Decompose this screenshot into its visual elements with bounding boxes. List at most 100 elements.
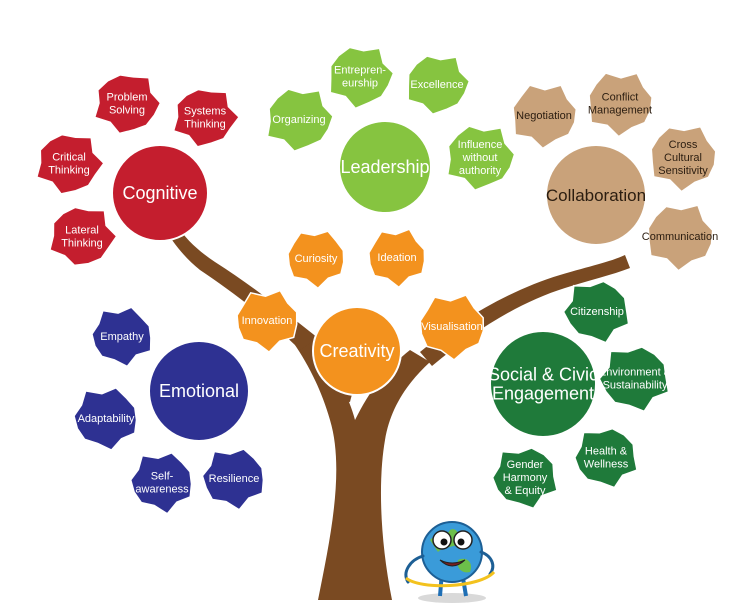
leaf-label: without xyxy=(462,152,498,164)
emotional-core: Emotional xyxy=(148,340,250,442)
leaf-label: Health & xyxy=(585,446,628,458)
leaf-shape xyxy=(588,72,653,138)
leadership-leaf: Excellence xyxy=(407,55,471,116)
leaf-shape xyxy=(93,74,162,135)
leaf-label: Thinking xyxy=(48,165,90,177)
leaf-label: Curiosity xyxy=(295,253,338,265)
trunk-segment xyxy=(295,340,430,600)
leaf-label: Management xyxy=(588,105,652,117)
trunk-segment xyxy=(420,255,630,366)
leaf-shape xyxy=(73,386,138,452)
mascot-smile xyxy=(439,559,466,567)
core-circle xyxy=(338,120,432,214)
leaf-shape xyxy=(512,84,578,150)
leaf-shape xyxy=(650,125,717,193)
emotional-leaf: Adaptability xyxy=(73,386,138,452)
leaf-label: Innovation xyxy=(242,315,293,327)
leaf-label: Ideation xyxy=(377,252,416,264)
leaf-shape xyxy=(35,133,105,195)
leaf-label: Citizenship xyxy=(570,306,624,318)
leaf-label: Conflict xyxy=(602,92,639,104)
leaf-shape xyxy=(407,55,471,116)
leaf-shape xyxy=(368,228,426,289)
leaf-label: Gender xyxy=(507,459,544,471)
core-circle xyxy=(111,144,209,242)
social-leaf: Health &Wellness xyxy=(573,427,638,489)
core-label: Engagement xyxy=(492,384,594,404)
emotional-leaf: Self-awareness xyxy=(129,451,193,515)
leadership-leaf: Entrepren-eurship xyxy=(329,46,395,110)
collaboration-leaf: Negotiation xyxy=(512,84,578,150)
leaf-label: Harmony xyxy=(503,472,548,484)
creativity-leaf: Ideation xyxy=(368,228,426,289)
leaf-label: eurship xyxy=(342,78,378,90)
leaf-label: Lateral xyxy=(65,225,99,237)
core-label: Collaboration xyxy=(546,186,646,205)
mascot-pupil xyxy=(457,538,465,546)
globe-mascot xyxy=(404,521,496,603)
leaf-label: Negotiation xyxy=(516,110,572,122)
core-label: Cognitive xyxy=(122,183,197,203)
collaboration-leaf: Communication xyxy=(642,204,718,272)
leaf-label: & Equity xyxy=(505,485,546,497)
leaf-shape xyxy=(419,294,485,361)
leaf-shape xyxy=(446,125,516,192)
leaf-label: authority xyxy=(459,165,502,177)
core-circle xyxy=(148,340,250,442)
leaf-label: Entrepren- xyxy=(334,65,386,77)
leaf-shape xyxy=(573,427,638,489)
leaf-label: Problem xyxy=(107,92,148,104)
leaf-shape xyxy=(647,204,714,272)
leaf-label: Self- xyxy=(151,471,174,483)
core-label: Emotional xyxy=(159,381,239,401)
leaf-label: Solving xyxy=(109,105,145,117)
social-leaf: Citizenship xyxy=(562,280,630,344)
leaf-shape xyxy=(491,447,558,510)
leaf-label: Sensitivity xyxy=(658,165,708,177)
leaf-label: Influence xyxy=(458,139,503,151)
leaf-label: Resilience xyxy=(209,473,260,485)
leaf-label: Organizing xyxy=(272,114,325,126)
cores-layer: CognitiveLeadershipCollaborationCreativi… xyxy=(111,120,647,442)
leadership-core: Leadership xyxy=(338,120,432,214)
core-label: Leadership xyxy=(340,157,429,177)
leaf-label: Cross xyxy=(669,139,698,151)
leaf-shape xyxy=(287,230,345,290)
leaf-label: Thinking xyxy=(184,119,226,131)
core-circle xyxy=(489,330,597,438)
core-label: Social & Civic xyxy=(488,365,598,385)
leaf-label: Wellness xyxy=(584,459,629,471)
leaf-shape xyxy=(129,451,193,515)
leaf-label: Empathy xyxy=(100,331,144,343)
leaf-shape xyxy=(562,280,630,344)
leaf-shape xyxy=(91,306,152,368)
leaf-shape xyxy=(236,289,298,354)
creativity-leaf: Visualisation xyxy=(419,294,485,361)
collaboration-core: Collaboration xyxy=(545,144,647,246)
creativity-leaf: Curiosity xyxy=(287,230,345,290)
leadership-leaf: Organizing xyxy=(266,88,334,153)
leaf-label: Adaptability xyxy=(78,413,135,425)
core-circle xyxy=(312,306,402,396)
leaf-shape xyxy=(201,448,265,511)
leaf-label: awareness xyxy=(135,484,189,496)
leaf-label: Environment & xyxy=(599,367,672,379)
emotional-leaf: Resilience xyxy=(201,448,265,511)
mascot-pupil xyxy=(440,538,448,546)
leaf-shape xyxy=(49,206,118,267)
social-leaf: Environment &Sustainability xyxy=(598,346,672,413)
leaf-label: Sustainability xyxy=(603,380,668,392)
leaf-shape xyxy=(266,88,334,153)
leaf-label: Cultural xyxy=(664,152,702,164)
mascot-shadow xyxy=(418,593,486,603)
